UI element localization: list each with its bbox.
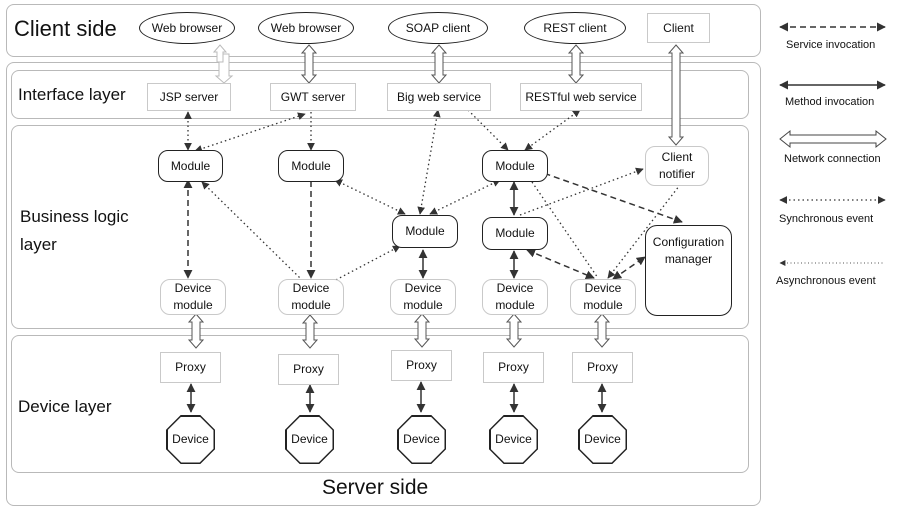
client-box: Client [647, 13, 710, 43]
business-logic-label-line2: layer [20, 235, 57, 254]
device-3: Device [397, 415, 446, 464]
interface-layer-label: Interface layer [18, 85, 126, 104]
proxy-3: Proxy [391, 350, 452, 381]
proxy-5: Proxy [572, 352, 633, 383]
legend-network-connection: Network connection [784, 153, 881, 165]
method-invocations [186, 80, 886, 413]
device-layer-label: Device layer [18, 397, 112, 416]
device-1: Device [166, 415, 215, 464]
synchronous-events [184, 109, 684, 283]
proxy-1: Proxy [160, 352, 221, 383]
proxy-2: Proxy [278, 354, 339, 385]
service-invocations [183, 22, 886, 280]
module-rest: Module [482, 150, 548, 182]
gwt-server: GWT server [270, 83, 356, 111]
big-web-service: Big web service [387, 83, 491, 111]
legend-network-arrow [779, 129, 887, 149]
module-jsp: Module [158, 150, 223, 182]
legend-method-invocation: Method invocation [785, 96, 875, 108]
legend-service-invocation: Service invocation [786, 39, 876, 51]
module-central: Module [392, 215, 458, 248]
rest-client: REST client [524, 12, 626, 44]
web-browser-client-1: Web browser [139, 12, 235, 44]
module-gwt: Module [278, 150, 344, 182]
configuration-manager: Configuration manager [645, 225, 732, 316]
device-2: Device [285, 415, 334, 464]
client-notifier: Client notifier [645, 146, 709, 186]
legend-synchronous-event: Synchronous event [779, 213, 874, 225]
soap-client: SOAP client [388, 12, 488, 44]
device-4: Device [489, 415, 538, 464]
restful-web-service: RESTful web service [520, 83, 642, 111]
server-side-label: Server side [322, 476, 429, 499]
jsp-server: JSP server [147, 83, 231, 111]
legend-asynchronous-event: Asynchronous event [776, 275, 876, 287]
web-browser-client-2: Web browser [258, 12, 354, 44]
proxy-4: Proxy [483, 352, 544, 383]
client-side-region [6, 4, 761, 57]
module-lower: Module [482, 217, 548, 250]
client-side-label: Client side [14, 16, 117, 41]
business-logic-label-line1: Business logic [20, 207, 129, 226]
device-5: Device [578, 415, 627, 464]
